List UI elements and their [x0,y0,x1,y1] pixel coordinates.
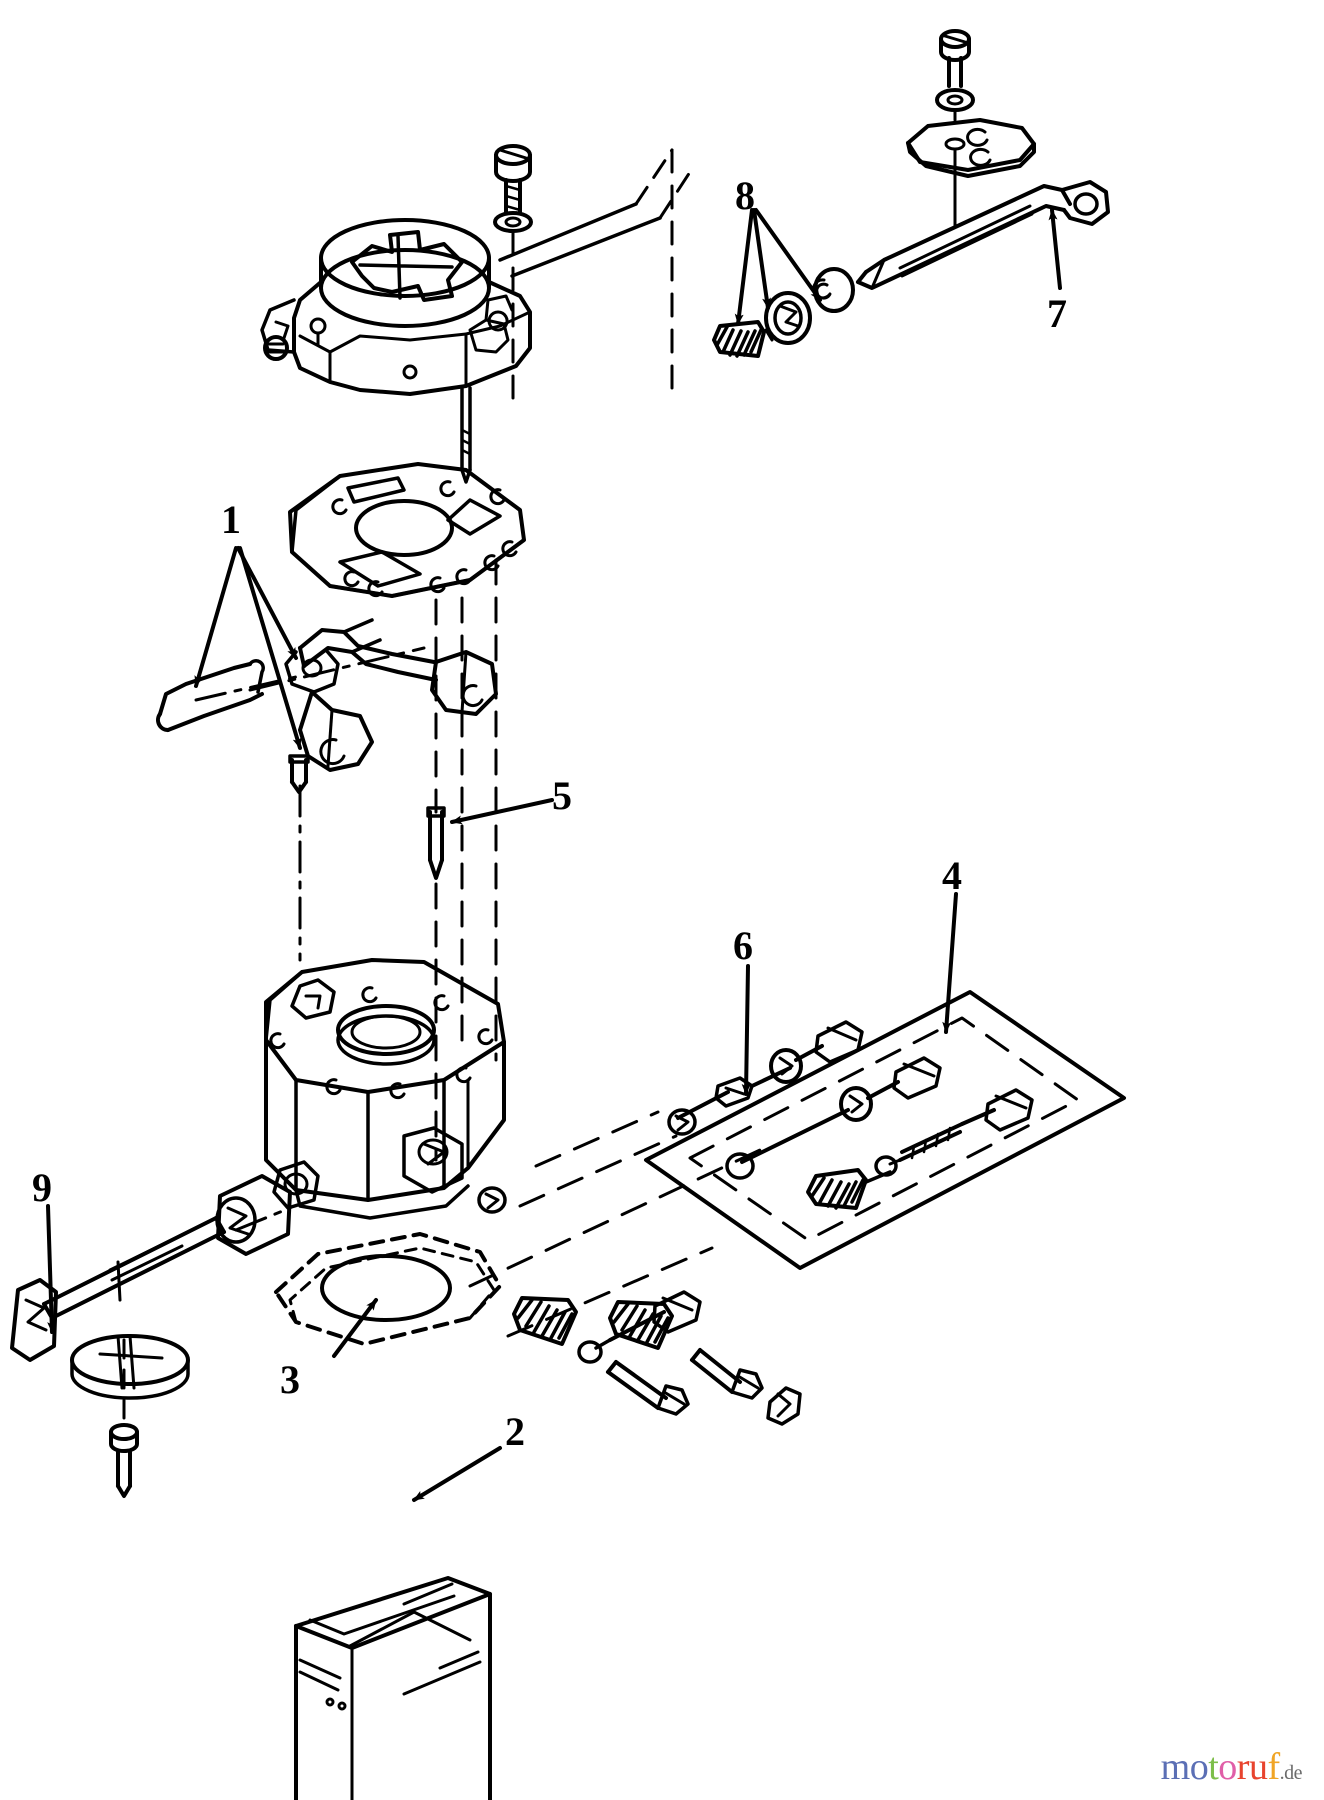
carburetor-upper-body [260,218,532,396]
mixture-washer-a [769,1048,803,1084]
callout-1: 1 [221,497,241,542]
callout-6: 6 [733,923,753,968]
assembly-axis-lines [511,148,674,402]
callout-3: 3 [280,1357,300,1402]
throttle-lever [856,108,1110,290]
callout-4: 4 [942,853,962,898]
float-retaining-clip [156,659,265,732]
upper-body-washer [493,211,533,233]
bowl-clip [766,1386,802,1426]
bowl-short-screw [690,1348,764,1400]
mixture-screw-d [874,1088,1034,1177]
lever-plate [906,118,1036,178]
callout-5: 5 [552,773,572,818]
lever-plate-screw [939,29,971,88]
plate-stud [460,386,472,484]
lever-plate-washer [935,88,975,112]
carburetor-lower-body [264,958,507,1220]
bowl-screw-spring-left [512,1296,578,1346]
mixture-screw-b [794,1020,864,1064]
watermark-letter-o2: o [1218,1746,1237,1788]
callout-7: 7 [1047,291,1067,336]
mixture-spring-kit [806,1168,892,1210]
watermark-letter-m: m [1160,1746,1191,1788]
choke-lever-bracket [10,1278,58,1362]
mixture-screw-c [866,1056,942,1100]
upper-body-screw [494,144,532,214]
choke-plate-screw [109,1423,139,1498]
callout-8: 8 [735,173,755,218]
fuel-bowl [294,1576,492,1800]
idle-mixture-screw [667,1066,792,1136]
choke-shaft-bushing [215,1174,292,1256]
watermark-letter-f: f [1267,1746,1280,1788]
hardware-kit-plate [644,990,1126,1270]
mixture-washer-b [725,1086,873,1180]
upper-body-port-nut [263,335,289,361]
callout-2: 2 [505,1409,525,1454]
watermark-letter-u: u [1248,1746,1268,1788]
watermark-letter-o1: o [1189,1746,1209,1788]
bowl-gasket [274,1232,502,1346]
bowl-screw-spring-right [608,1300,674,1350]
motoruf-watermark: motoruf.de [1160,1746,1303,1788]
callout-9: 9 [32,1165,52,1210]
watermark-letter-t: t [1208,1746,1219,1788]
shaft-seal [764,291,812,345]
inlet-needle [426,806,446,880]
choke-shaft [42,1216,226,1320]
watermark-suffix: .de [1279,1762,1303,1784]
body-gasket-plate [288,462,526,598]
shaft-washer [812,267,855,313]
watermark-letter-r: r [1236,1746,1250,1788]
choke-plate [70,1334,190,1400]
bowl-long-screw [606,1360,690,1416]
float-assembly [284,618,498,772]
throttle-return-spring [712,320,766,358]
